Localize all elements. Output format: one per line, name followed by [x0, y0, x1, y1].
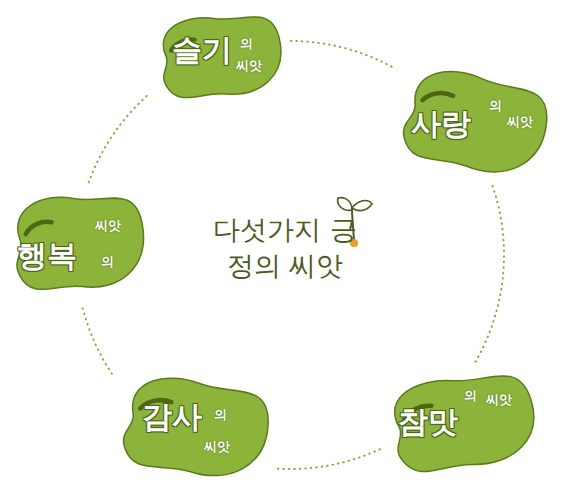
seed-word: 씨앗 [486, 393, 512, 407]
seed-bean: 행복 의 씨앗 [3, 183, 153, 305]
seed-bean: 감사 의씨앗 [112, 368, 277, 490]
seed-name: 참맛 [398, 405, 458, 438]
seed-word: 씨앗 [507, 115, 533, 129]
seed-word: 씨앗 [95, 219, 121, 233]
dotted-connector [89, 93, 150, 182]
seed-bean: 참맛 의 씨앗 [380, 365, 545, 483]
diagram-title: 다섯가지 긍정의 씨앗 [205, 212, 365, 285]
seed-word: 의 [240, 37, 253, 51]
seed-name: 행복 [17, 239, 77, 272]
seed-name: 사랑 [411, 107, 471, 140]
seed-word: 의 [214, 408, 227, 422]
seed-name: 슬기 [172, 33, 232, 66]
dotted-connector [291, 41, 393, 67]
dotted-connector [474, 186, 504, 365]
dotted-connector [278, 449, 380, 469]
seed-bean: 슬기 의씨앗 [150, 5, 290, 110]
dotted-connector [82, 305, 112, 373]
seed-word: 씨앗 [236, 59, 262, 73]
seed-word: 의 [101, 255, 114, 269]
seed-bean: 사랑 의씨앗 [393, 63, 555, 185]
seed-word: 씨앗 [204, 440, 230, 454]
seed-word: 의 [464, 389, 477, 403]
seed-word: 의 [489, 99, 502, 113]
seed-name: 감사 [142, 400, 202, 433]
